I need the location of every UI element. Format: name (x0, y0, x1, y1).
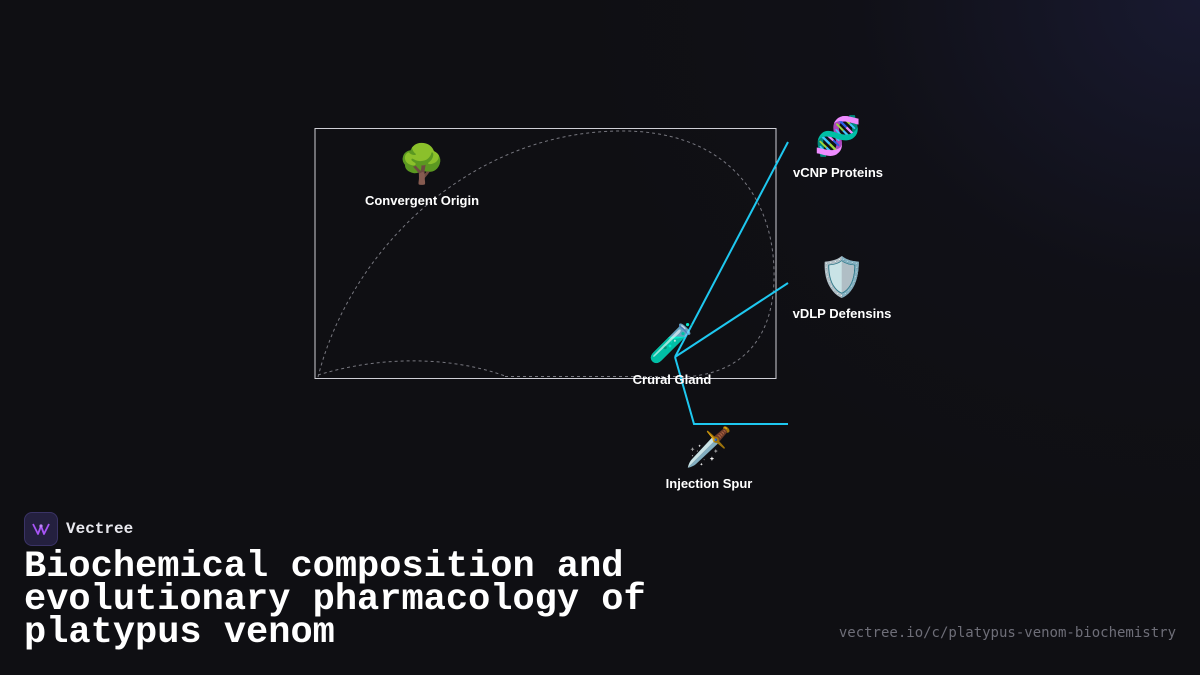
dashed-arc-small (317, 360, 506, 377)
brand-name: Vectree (66, 520, 134, 538)
dagger-icon: 🗡️ (685, 427, 733, 469)
node-label: Convergent Origin (364, 193, 480, 208)
node-label: vCNP Proteins (792, 165, 884, 180)
node-label: vDLP Defensins (792, 306, 892, 321)
dashed-arc-large (317, 130, 775, 378)
page-title: Biochemical composition and evolutionary… (24, 546, 646, 654)
node-injection-spur[interactable]: 🗡️ Injection Spur (666, 426, 753, 491)
node-label: Crural Gland (632, 372, 712, 387)
node-vcnp-proteins[interactable]: 🧬 vCNP Proteins (793, 115, 883, 180)
edge-crural-gland-to-vcnp-proteins (674, 141, 789, 358)
node-crural-gland[interactable]: 🧪 Crural Gland (633, 322, 712, 387)
tree-icon: 🌳 (398, 144, 446, 186)
edge-group (674, 141, 789, 425)
edge-crural-gland-to-vdlp-defensins (674, 282, 789, 358)
node-label: Injection Spur (665, 476, 753, 491)
node-convergent-origin[interactable]: 🌳 Convergent Origin (365, 143, 479, 208)
vectree-logo-icon (24, 512, 58, 546)
source-url[interactable]: vectree.io/c/platypus-venom-biochemistry (838, 625, 1176, 641)
test-tube-icon: 🧪 (648, 323, 696, 365)
edge-crural-gland-to-injection-spur (674, 356, 788, 425)
shield-icon: 🛡️ (818, 257, 866, 299)
diagram-frame (314, 128, 777, 379)
node-vdlp-defensins[interactable]: 🛡️ vDLP Defensins (793, 256, 892, 321)
brand[interactable]: Vectree (24, 512, 133, 546)
dna-icon: 🧬 (814, 116, 862, 158)
